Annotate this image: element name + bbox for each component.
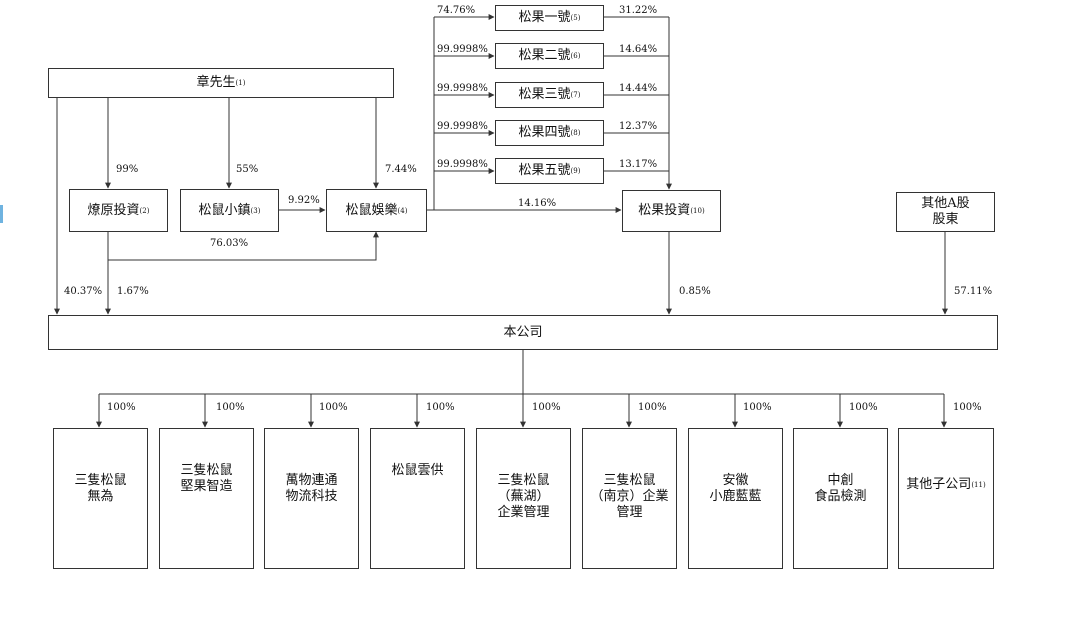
node-sg3: 松果三號(7) bbox=[495, 82, 604, 108]
pct-others-company: 57.11% bbox=[954, 286, 993, 297]
pct-sg2-sgtz: 14.64% bbox=[619, 44, 658, 55]
node-xiaozhen: 松鼠小鎮(3) bbox=[180, 189, 279, 232]
node-sub-4-name: 松鼠雲供 bbox=[391, 463, 444, 478]
pct-sg4-sgtz: 12.37% bbox=[619, 121, 658, 132]
node-yule-note: (4) bbox=[397, 206, 408, 215]
node-zhang-name: 章先生 bbox=[196, 75, 236, 90]
node-others-a: 其他A股 股東 bbox=[896, 192, 995, 232]
node-sg4-name: 松果四號 bbox=[518, 125, 571, 140]
node-sg5-name: 松果五號 bbox=[518, 163, 571, 178]
node-zhang-note: (1) bbox=[235, 79, 246, 87]
pct-yule-sg3: 99.9998% bbox=[437, 83, 488, 94]
pct-zhang-yule: 7.44% bbox=[385, 164, 417, 175]
node-sub-8-name: 中創 食品檢測 bbox=[814, 473, 867, 504]
pct-liaoyuan-yule: 76.03% bbox=[210, 238, 249, 249]
pct-sg3-sgtz: 14.44% bbox=[619, 83, 658, 94]
pct-zhang-liaoyuan: 99% bbox=[116, 164, 139, 175]
node-sub-7: 安徽 小鹿藍藍 bbox=[688, 428, 783, 569]
node-yule: 松鼠娛樂(4) bbox=[326, 189, 427, 232]
pct-sg5-sgtz: 13.17% bbox=[619, 159, 658, 170]
pct-sub-9: 100% bbox=[953, 402, 982, 413]
node-sub-8: 中創 食品檢測 bbox=[793, 428, 888, 569]
pct-sub-7: 100% bbox=[743, 402, 772, 413]
node-sub-6: 三隻松鼠 （南京）企業 管理 bbox=[582, 428, 677, 569]
node-yule-name: 松鼠娛樂 bbox=[345, 202, 398, 218]
node-liaoyuan-note: (2) bbox=[139, 206, 150, 215]
node-liaoyuan-name: 燎原投資 bbox=[87, 202, 140, 218]
node-xiaozhen-note: (3) bbox=[250, 206, 261, 215]
node-sg2-name: 松果二號 bbox=[518, 48, 571, 63]
node-sub-5: 三隻松鼠 （蕪湖） 企業管理 bbox=[476, 428, 571, 569]
pct-sub-8: 100% bbox=[849, 402, 878, 413]
node-sub-3-name: 萬物連通 物流科技 bbox=[285, 473, 338, 504]
node-sub-7-name: 安徽 小鹿藍藍 bbox=[709, 473, 762, 504]
node-sub-9: 其他子公司(11) bbox=[898, 428, 994, 569]
node-sg5-note: (9) bbox=[570, 167, 581, 175]
node-company-name: 本公司 bbox=[503, 324, 543, 340]
pct-sub-3: 100% bbox=[319, 402, 348, 413]
edge-scroll-marker bbox=[0, 205, 3, 223]
pct-sg1-sgtz: 31.22% bbox=[619, 5, 658, 16]
pct-yule-sgtz: 14.16% bbox=[518, 198, 557, 209]
node-sub-1-name: 三隻松鼠 無為 bbox=[74, 473, 127, 504]
pct-sub-4: 100% bbox=[426, 402, 455, 413]
pct-sub-1: 100% bbox=[107, 402, 136, 413]
pct-liaoyuan-company: 1.67% bbox=[117, 286, 149, 297]
node-sg4: 松果四號(8) bbox=[495, 120, 604, 146]
node-sub-4: 松鼠雲供 bbox=[370, 428, 465, 569]
node-sg2: 松果二號(6) bbox=[495, 43, 604, 69]
node-others-a-name: 其他A股 股東 bbox=[921, 196, 970, 227]
node-sub-3: 萬物連通 物流科技 bbox=[264, 428, 359, 569]
pct-yule-sg1: 74.76% bbox=[437, 5, 476, 16]
node-zhang: 章先生(1) bbox=[48, 68, 394, 98]
node-sg5: 松果五號(9) bbox=[495, 158, 604, 184]
node-sub-9-note: (11) bbox=[971, 481, 986, 489]
node-sg2-note: (6) bbox=[570, 52, 581, 60]
node-company: 本公司 bbox=[48, 315, 998, 350]
node-liaoyuan: 燎原投資(2) bbox=[69, 189, 168, 232]
pct-sgtz-company: 0.85% bbox=[679, 286, 711, 297]
pct-xiaozhen-yule: 9.92% bbox=[288, 195, 320, 206]
node-sg3-name: 松果三號 bbox=[518, 87, 571, 102]
node-sgtz: 松果投資(10) bbox=[622, 190, 721, 232]
node-sg4-note: (8) bbox=[570, 129, 581, 137]
node-sub-5-name: 三隻松鼠 （蕪湖） 企業管理 bbox=[497, 473, 550, 520]
pct-sub-5: 100% bbox=[532, 402, 561, 413]
node-sg1-name: 松果一號 bbox=[518, 10, 571, 25]
node-sgtz-note: (10) bbox=[690, 207, 705, 215]
pct-zhang-xiaozhen: 55% bbox=[236, 164, 259, 175]
pct-yule-sg5: 99.9998% bbox=[437, 159, 488, 170]
pct-yule-sg4: 99.9998% bbox=[437, 121, 488, 132]
node-xiaozhen-name: 松鼠小鎮 bbox=[198, 202, 251, 218]
node-sg1: 松果一號(5) bbox=[495, 5, 604, 31]
node-sub-2: 三隻松鼠 堅果智造 bbox=[159, 428, 254, 569]
node-sub-2-name: 三隻松鼠 堅果智造 bbox=[180, 463, 233, 494]
node-sgtz-name: 松果投資 bbox=[638, 203, 691, 218]
node-sub-6-name: 三隻松鼠 （南京）企業 管理 bbox=[590, 473, 669, 520]
pct-sub-6: 100% bbox=[638, 402, 667, 413]
node-sub-9-name: 其他子公司 bbox=[906, 477, 972, 492]
pct-zhang-company: 40.37% bbox=[64, 286, 103, 297]
node-sg1-note: (5) bbox=[570, 14, 581, 22]
pct-sub-2: 100% bbox=[216, 402, 245, 413]
node-sub-1: 三隻松鼠 無為 bbox=[53, 428, 148, 569]
node-sg3-note: (7) bbox=[570, 91, 581, 99]
pct-yule-sg2: 99.9998% bbox=[437, 44, 488, 55]
